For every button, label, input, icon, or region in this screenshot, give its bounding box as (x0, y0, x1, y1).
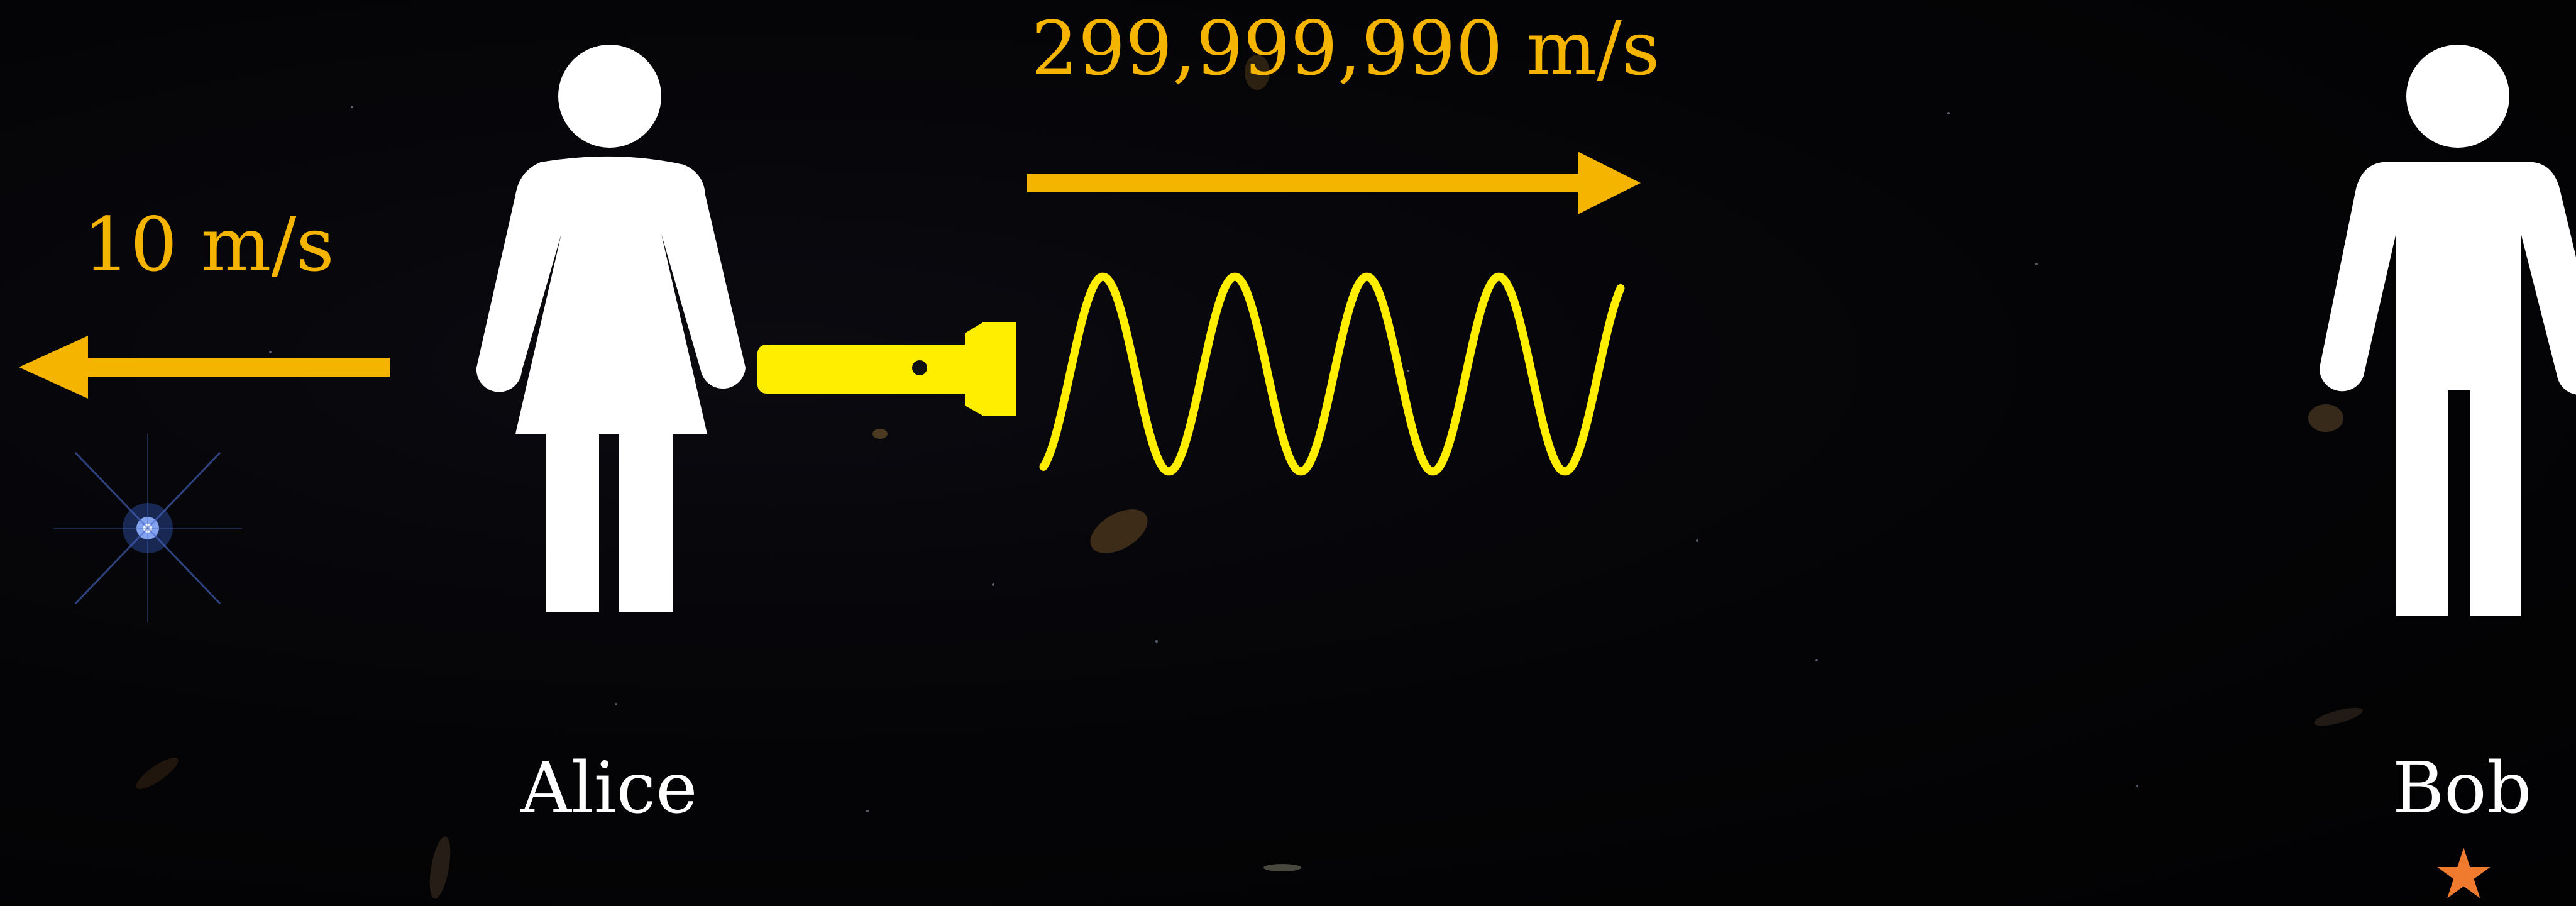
light-speed-label: 299,999,990 m/s (1031, 5, 1660, 92)
alice-speed-label: 10 m/s (83, 201, 334, 288)
bright-star-icon (53, 434, 242, 622)
flashlight-icon (757, 322, 1016, 416)
alice-name-label: Alice (520, 748, 698, 829)
woman-icon (476, 45, 746, 612)
bob-star-icon: ★ (2433, 834, 2495, 906)
bob-name-label: Bob (2392, 748, 2532, 829)
starfield (53, 55, 2484, 899)
light-wave-icon (1039, 272, 1625, 476)
alice-velocity-arrow (19, 336, 390, 399)
man-icon (2319, 45, 2576, 616)
galaxy-icon (136, 55, 2363, 899)
light-velocity-arrow (1027, 152, 1641, 214)
